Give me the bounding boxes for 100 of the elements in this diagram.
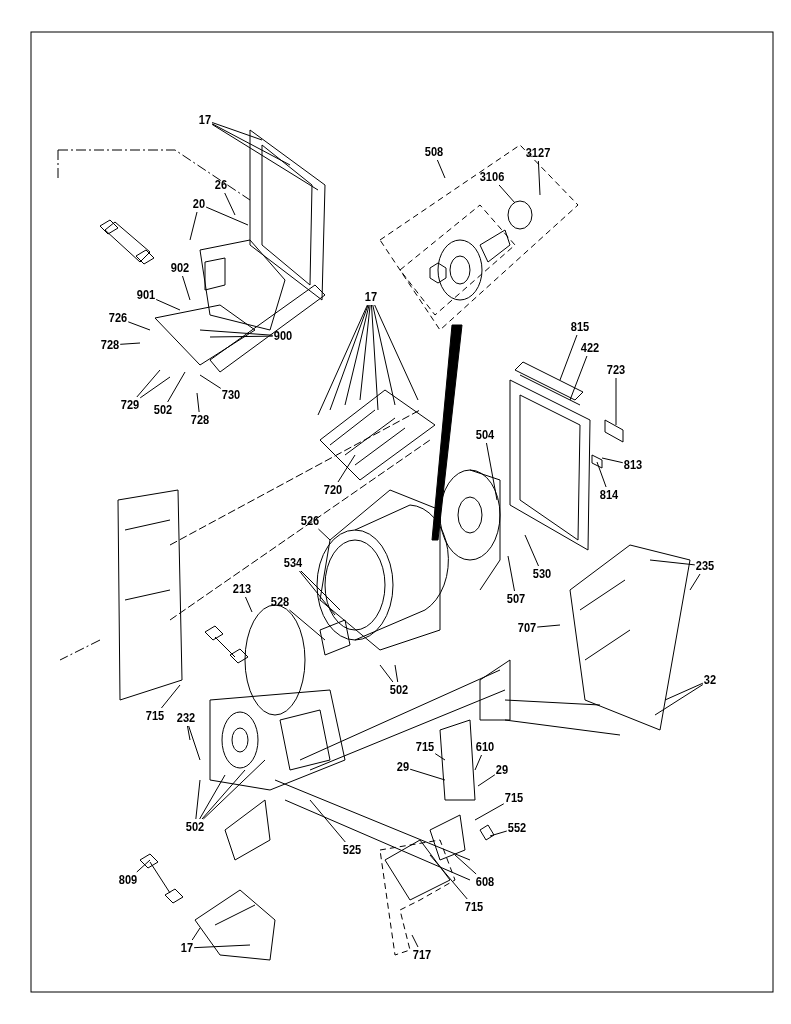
callout-number: 552	[507, 821, 527, 835]
leader-line	[507, 555, 515, 592]
callout-number: 730	[221, 388, 241, 402]
leader-line	[317, 528, 331, 541]
leader-line	[211, 122, 263, 141]
leader-line	[199, 774, 226, 820]
leader-line	[649, 559, 696, 566]
callout-number: 17	[198, 113, 212, 127]
leader-line	[394, 664, 399, 683]
leader-line	[202, 759, 266, 820]
leader-line	[379, 664, 394, 683]
leader-line	[409, 768, 446, 781]
leader-line	[193, 944, 251, 949]
leader-line	[689, 573, 701, 591]
leader-line	[155, 299, 181, 311]
callout-number: 422	[580, 341, 600, 355]
leader-line	[199, 329, 274, 336]
leader-line	[654, 684, 704, 716]
callout-number: 528	[270, 595, 290, 609]
callout-number: 717	[412, 948, 432, 962]
leader-line	[186, 725, 191, 741]
callout-number: 502	[153, 403, 173, 417]
leader-line	[195, 779, 201, 820]
callout-number: 235	[695, 559, 715, 573]
leader-line	[199, 374, 222, 389]
leader-line	[474, 754, 482, 771]
callout-number: 608	[475, 875, 495, 889]
callout-number: 232	[176, 711, 196, 725]
leader-line	[615, 377, 617, 426]
callout-number: 723	[606, 363, 626, 377]
leader-line	[474, 803, 505, 821]
callout-number: 525	[342, 843, 362, 857]
callout-number: 715	[145, 709, 165, 723]
callout-number: 502	[185, 820, 205, 834]
leader-line	[211, 123, 319, 191]
callout-number: 20	[192, 197, 206, 211]
leader-line	[411, 934, 419, 948]
leader-line	[434, 753, 446, 761]
leader-line	[486, 442, 498, 501]
leader-line	[209, 335, 274, 338]
leader-line	[596, 461, 607, 488]
leader-line	[337, 454, 356, 483]
leader-line	[359, 304, 371, 401]
leader-line	[224, 192, 236, 216]
leader-line	[191, 927, 201, 941]
leader-line	[136, 859, 151, 873]
leader-line	[182, 275, 191, 301]
callout-number: 3127	[525, 146, 551, 160]
leader-line	[454, 854, 477, 875]
leader-line	[559, 334, 578, 381]
leader-line	[498, 184, 516, 204]
callout-number: 720	[323, 483, 343, 497]
leader-line	[371, 304, 379, 411]
callout-number: 17	[180, 941, 194, 955]
leader-line	[288, 609, 326, 641]
callout-number: 508	[424, 145, 444, 159]
leader-line	[536, 624, 561, 628]
callout-number: 901	[136, 288, 156, 302]
leader-line	[436, 159, 446, 179]
callout-number: 726	[108, 311, 128, 325]
leader-line	[317, 304, 368, 416]
leader-line	[119, 342, 141, 345]
callout-number: 707	[517, 621, 537, 635]
callout-number: 534	[283, 556, 303, 570]
callout-number: 526	[300, 514, 320, 528]
leader-line	[205, 206, 249, 226]
callout-number: 902	[170, 261, 190, 275]
leader-line	[211, 123, 291, 166]
leader-line	[537, 160, 541, 196]
callout-number: 32	[703, 673, 717, 687]
leader-line	[196, 392, 200, 413]
callout-number: 813	[623, 458, 643, 472]
leader-line	[127, 321, 151, 331]
callout-number: 729	[120, 398, 140, 412]
leader-line	[374, 304, 419, 401]
callout-number: 728	[100, 338, 120, 352]
callout-number: 715	[415, 740, 435, 754]
callout-number: 507	[506, 592, 526, 606]
leader-line	[569, 355, 588, 401]
leader-line	[524, 534, 539, 567]
leader-line	[664, 682, 704, 701]
callout-number: 530	[532, 567, 552, 581]
callout-number: 610	[475, 740, 495, 754]
callout-number: 29	[495, 763, 509, 777]
callout-number: 715	[464, 900, 484, 914]
callout-number: 809	[118, 873, 138, 887]
callout-number: 213	[232, 582, 252, 596]
callout-number: 504	[475, 428, 495, 442]
callout-number: 3106	[479, 170, 505, 184]
callout-number: 502	[389, 683, 409, 697]
leader-line	[429, 854, 468, 900]
callout-number: 814	[599, 488, 619, 502]
leader-line	[201, 769, 246, 820]
leader-line	[329, 304, 369, 411]
leader-line	[167, 371, 186, 403]
callout-number: 29	[396, 760, 410, 774]
callout-number: 715	[504, 791, 524, 805]
leader-line	[136, 369, 161, 398]
leader-line	[372, 304, 396, 406]
callout-number: 728	[190, 413, 210, 427]
